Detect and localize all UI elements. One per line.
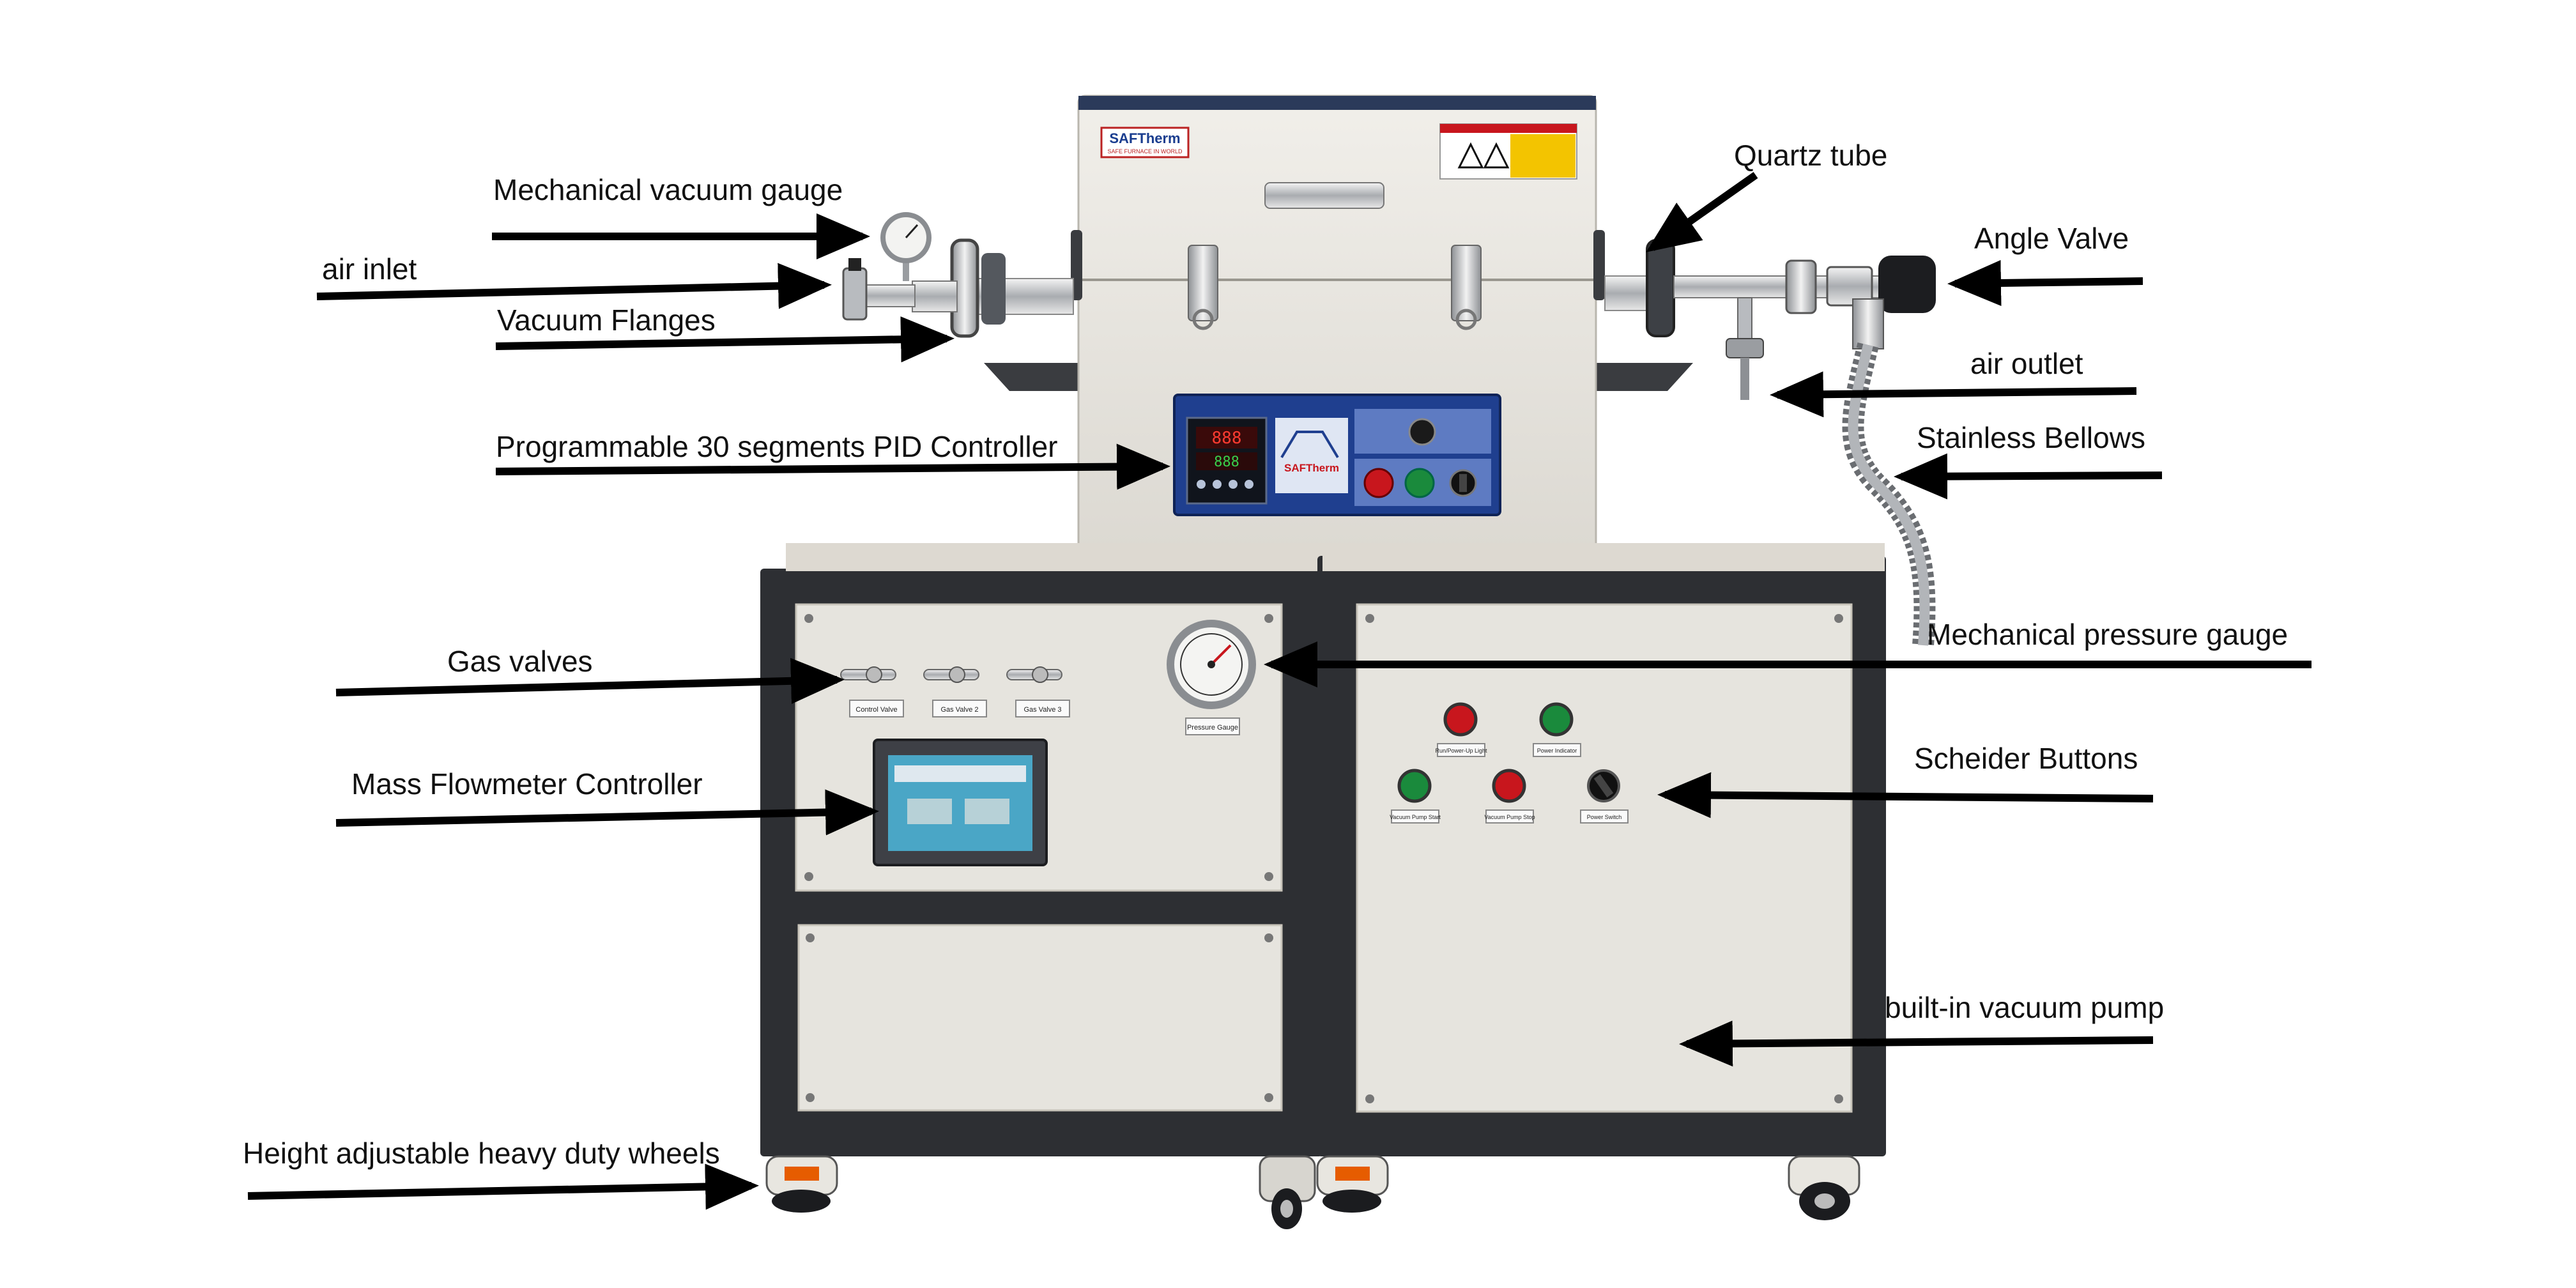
air-inlet-valve[interactable] bbox=[842, 267, 868, 321]
label-mass-flowmeter: Mass Flowmeter Controller bbox=[351, 767, 703, 801]
furnace-start-button[interactable] bbox=[1404, 468, 1435, 498]
vacuum-flange-right bbox=[1646, 239, 1675, 337]
label-gas-valves: Gas valves bbox=[447, 645, 593, 678]
label-mech-vacuum-gauge: Mechanical vacuum gauge bbox=[493, 173, 843, 206]
svg-text:Run/Power-Up Light: Run/Power-Up Light bbox=[1435, 747, 1487, 754]
mass-flowmeter-controller[interactable] bbox=[873, 739, 1048, 866]
cabinet-left-lower-panel bbox=[797, 924, 1283, 1112]
svg-text:Vacuum Pump Start: Vacuum Pump Start bbox=[1390, 814, 1441, 820]
label-angle-valve: Angle Valve bbox=[1974, 222, 2129, 255]
brand-name: SAFTherm bbox=[1109, 130, 1180, 146]
gas-valve-2-tag bbox=[932, 700, 987, 717]
schneider-buttons: Run/Power-Up Light Power Indicator Vacuu… bbox=[1390, 702, 1629, 824]
gas-valve-3-tag-text: Gas Valve 3 bbox=[1023, 706, 1061, 714]
gas-valve-3[interactable] bbox=[1006, 666, 1062, 683]
label-pid-controller: Programmable 30 segments PID Controller bbox=[496, 430, 1058, 463]
red-button-bottom[interactable] bbox=[1492, 769, 1526, 803]
label-air-inlet: air inlet bbox=[322, 252, 417, 286]
wheel-middle-right bbox=[1316, 1155, 1389, 1213]
furnace-latch-left[interactable] bbox=[1188, 245, 1218, 330]
pump-cabinet-panel bbox=[1356, 603, 1853, 1113]
wheel-middle-left bbox=[1259, 1155, 1316, 1229]
cabinet-left: Control Valve Gas Valve 2 Gas Valve 3 Pr… bbox=[760, 543, 1322, 1156]
pressure-gauge-tag-text: Pressure Gauge bbox=[1187, 724, 1238, 732]
cabinet-right: Run/Power-Up Light Power Indicator Vacuu… bbox=[1317, 543, 1886, 1156]
right-tube-assembly bbox=[1604, 239, 1936, 647]
angle-valve[interactable] bbox=[1878, 256, 1936, 313]
label-air-outlet: air outlet bbox=[1970, 347, 2083, 380]
gas-valve-2[interactable] bbox=[923, 666, 979, 683]
label-buttons: Scheider Buttons bbox=[1914, 742, 2138, 775]
label-pressure-gauge: Mechanical pressure gauge bbox=[1927, 618, 2288, 651]
svg-text:888: 888 bbox=[1214, 454, 1239, 470]
program-chart-icon bbox=[1280, 431, 1339, 459]
brand-plate bbox=[1100, 126, 1190, 158]
label-vacuum-flanges: Vacuum Flanges bbox=[497, 303, 716, 337]
svg-text:Power Switch: Power Switch bbox=[1587, 814, 1622, 820]
gas-valve-1-tag-text: Control Valve bbox=[855, 706, 897, 714]
label-bellows: Stainless Bellows bbox=[1917, 421, 2145, 454]
gas-valve-2-tag-text: Gas Valve 2 bbox=[940, 706, 978, 714]
green-button-bottom[interactable] bbox=[1397, 769, 1432, 803]
mechanical-pressure-gauge bbox=[1167, 620, 1256, 709]
furnace-stop-button[interactable] bbox=[1363, 468, 1394, 498]
svg-text:Vacuum Pump Stop: Vacuum Pump Stop bbox=[1484, 814, 1535, 820]
label-quartz-tube: Quartz tube bbox=[1734, 139, 1888, 172]
furnace-handle bbox=[1264, 182, 1384, 209]
air-outlet-valve[interactable] bbox=[1726, 338, 1764, 358]
svg-text:SAFTherm: SAFTherm bbox=[1284, 462, 1339, 474]
label-wheels: Height adjustable heavy duty wheels bbox=[243, 1137, 720, 1170]
warning-sticker bbox=[1439, 123, 1577, 180]
gas-valve-3-tag bbox=[1015, 700, 1070, 717]
wheels bbox=[765, 1155, 1860, 1229]
wheel-front-right bbox=[1788, 1155, 1860, 1220]
wheel-front-left bbox=[765, 1155, 838, 1213]
svg-text:888: 888 bbox=[1212, 429, 1242, 448]
furnace-lid-band bbox=[1078, 96, 1596, 110]
brand-tagline: SAFE FURNACE IN WORLD bbox=[1107, 148, 1183, 155]
label-vacuum-pump: built-in vacuum pump bbox=[1885, 991, 2165, 1024]
left-tube-assembly bbox=[842, 212, 1074, 338]
pid-control-panel: 888 888 SAFTherm bbox=[1173, 394, 1501, 516]
gas-valve-1-tag bbox=[849, 700, 904, 717]
svg-text:Power Indicator: Power Indicator bbox=[1537, 747, 1577, 754]
gas-valve-1[interactable] bbox=[840, 666, 896, 683]
tube-furnace: SAFTherm SAFE FURNACE IN WORLD 888 888 bbox=[984, 95, 1693, 552]
furnace-latch-right[interactable] bbox=[1451, 245, 1482, 330]
pressure-gauge-tag bbox=[1185, 717, 1240, 735]
green-button-top[interactable] bbox=[1539, 702, 1574, 737]
pid-controller[interactable]: 888 888 bbox=[1186, 417, 1268, 505]
alarm-indicator bbox=[1408, 418, 1436, 446]
red-button-top[interactable] bbox=[1443, 702, 1478, 737]
